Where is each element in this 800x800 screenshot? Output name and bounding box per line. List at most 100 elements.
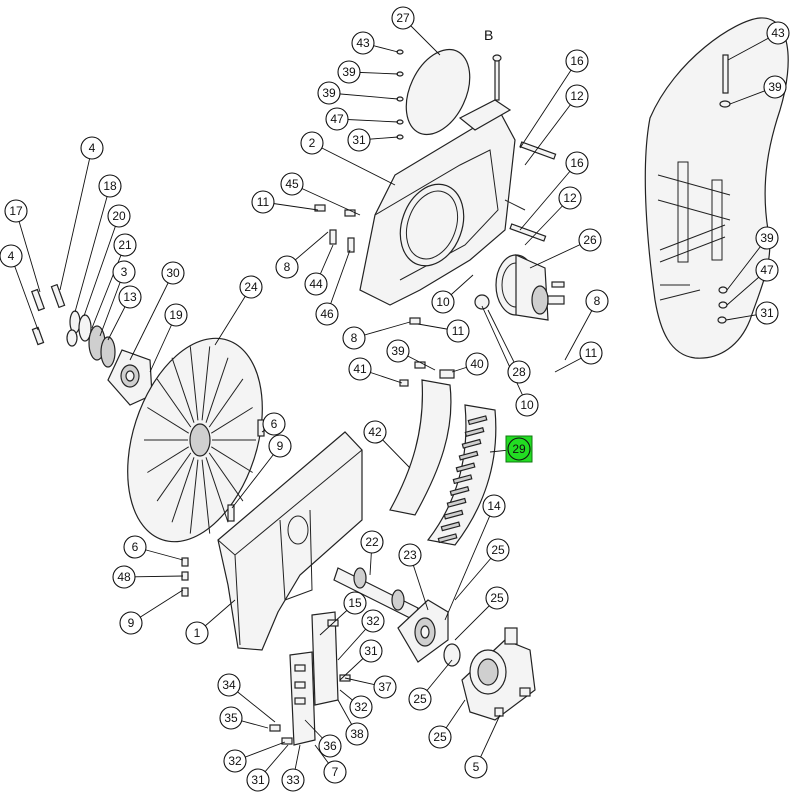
callout-circle (318, 734, 342, 758)
callout-number: 27 (396, 11, 410, 25)
callout-number: 6 (132, 540, 139, 554)
callout-12: 12 (565, 84, 589, 108)
pulley-assembly (474, 254, 565, 321)
callout-circle (763, 75, 787, 99)
callout-25: 25 (408, 687, 432, 711)
fan-wheel (127, 337, 263, 543)
callout-circle (262, 412, 286, 436)
callout-4: 4 (0, 244, 23, 268)
callout-number: 28 (512, 365, 526, 379)
callout-number: 43 (356, 36, 370, 50)
callout-number: 24 (244, 280, 258, 294)
callout-number: 31 (760, 306, 774, 320)
callout-circle (4, 199, 28, 223)
callout-number: 41 (353, 362, 367, 376)
screen-grate (426, 404, 497, 546)
callout-number: 25 (433, 730, 447, 744)
callout-number: 19 (169, 308, 183, 322)
callout-circle (585, 289, 609, 313)
callout-number: 39 (342, 65, 356, 79)
callout-number: 11 (257, 195, 270, 209)
fan-blade (208, 378, 244, 428)
callout-number: 1 (194, 626, 201, 640)
callout-46: 46 (315, 302, 339, 326)
callout-8: 8 (585, 289, 609, 313)
callout-number: 31 (352, 133, 366, 147)
callout-number: 4 (89, 141, 96, 155)
callout-number: 7 (332, 765, 339, 779)
callout-29: 29 (505, 435, 533, 463)
callout-circle (515, 393, 539, 417)
leader-line (291, 183, 361, 216)
callout-number: 32 (228, 754, 242, 768)
fan-blade (189, 346, 199, 421)
callout-circle (239, 275, 263, 299)
callout-circle (351, 31, 375, 55)
leader-line (481, 305, 528, 406)
leader-line (444, 505, 495, 621)
callout-circle (164, 303, 188, 327)
callout-number: 26 (583, 233, 597, 247)
callout-7: 7 (323, 760, 347, 784)
callout-circle (317, 81, 341, 105)
callout-48: 48 (112, 565, 136, 589)
callout-circle (112, 565, 136, 589)
callout-34: 34 (217, 673, 241, 697)
callout-36: 36 (318, 734, 342, 758)
grate-slot (452, 474, 473, 485)
callout-circle (373, 675, 397, 699)
callout-number: 29 (512, 442, 526, 456)
callout-number: 35 (224, 711, 238, 725)
callout-circle (386, 339, 410, 363)
callout-circle (80, 136, 104, 160)
callout-number: 39 (391, 344, 405, 358)
cover-disc (396, 48, 471, 140)
callout-number: 8 (351, 331, 358, 345)
fan-blade (208, 452, 244, 502)
callout-number: 31 (251, 773, 265, 787)
view-tag-b: B (484, 27, 493, 43)
callout-47: 47 (325, 107, 349, 131)
callout-number: 32 (354, 700, 368, 714)
callout-number: 46 (320, 307, 334, 321)
callout-number: 47 (760, 263, 774, 277)
leader-line (524, 95, 578, 166)
callout-number: 13 (123, 290, 137, 304)
callout-32: 32 (223, 749, 247, 773)
callout-16: 16 (565, 151, 589, 175)
callout-32: 32 (349, 695, 373, 719)
callout-9: 9 (268, 434, 292, 458)
callout-number: 25 (413, 692, 427, 706)
callout-circle (428, 725, 452, 749)
callout-circle (345, 722, 369, 746)
callout-37: 37 (373, 675, 397, 699)
callout-25: 25 (485, 586, 509, 610)
callout-19: 19 (164, 303, 188, 327)
callout-41: 41 (348, 357, 372, 381)
callout-circle (315, 302, 339, 326)
fan-housing (359, 54, 557, 306)
callout-circle (325, 107, 349, 131)
leader-line (59, 147, 93, 291)
callout-number: 15 (348, 596, 362, 610)
callout-30: 30 (161, 261, 185, 285)
callout-number: 11 (585, 346, 598, 360)
callout-number: 11 (452, 324, 465, 338)
fan-blade (156, 452, 192, 502)
fan-blade (147, 446, 189, 473)
callout-circle (280, 172, 304, 196)
callout-number: 37 (378, 680, 392, 694)
fan-blade (156, 378, 192, 428)
callout-number: 40 (470, 357, 484, 371)
callout-circle (337, 60, 361, 84)
callout-number: 16 (570, 54, 584, 68)
callout-number: 25 (490, 591, 504, 605)
callout-circle (342, 326, 366, 350)
callouts: 2743393947312161216122641820213131743019… (0, 6, 790, 792)
fan-blade (205, 457, 229, 523)
leader-line (519, 60, 578, 149)
curved-deflector-panel (389, 379, 452, 516)
callout-circle (161, 261, 185, 285)
callout-circle (755, 301, 779, 325)
callout-number: 6 (271, 417, 278, 431)
